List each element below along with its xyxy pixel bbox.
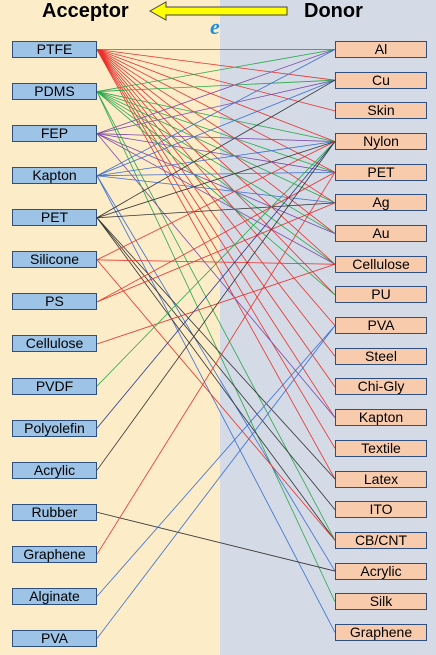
connection-line [96, 202, 336, 219]
acceptor-box: PET [12, 209, 97, 227]
donor-box: Latex [335, 470, 427, 488]
donor-box: ITO [335, 501, 427, 519]
connection-line [96, 133, 336, 234]
acceptor-box: Rubber [12, 503, 97, 521]
connection-line [96, 133, 336, 418]
connection-line [96, 141, 336, 471]
donor-box: Steel [335, 347, 427, 365]
connection-line [96, 171, 336, 303]
connection-line [96, 133, 336, 142]
acceptor-box: Graphene [12, 545, 97, 563]
donor-box: Al [335, 41, 427, 58]
connection-line [96, 49, 336, 81]
acceptor-box: PDMS [12, 83, 97, 101]
connection-line [96, 325, 336, 639]
connection-line [96, 49, 336, 204]
connection-line [96, 91, 336, 234]
donor-box: Ag [335, 194, 427, 212]
electron-arrow-icon [148, 1, 288, 21]
connection-line [96, 325, 336, 597]
connection-line [96, 91, 336, 602]
connection-line [96, 49, 336, 326]
connection-line [96, 79, 336, 177]
connection-line [96, 91, 336, 173]
acceptor-box: Acrylic [12, 461, 97, 479]
acceptor-box: PTFE [12, 41, 97, 58]
connection-line [96, 49, 336, 418]
connection-line [96, 49, 336, 296]
connection-line [96, 49, 336, 449]
donor-box: Silk [335, 593, 427, 611]
donor-box: Cellulose [335, 255, 427, 273]
connection-line [96, 141, 336, 387]
connection-line [96, 202, 336, 303]
connection-line [96, 91, 336, 541]
connection-line [96, 49, 336, 142]
acceptor-box: PVA [12, 629, 97, 647]
donor-box: Skin [335, 102, 427, 120]
connection-line [96, 49, 336, 135]
connection-line [96, 79, 336, 135]
donor-box: Au [335, 225, 427, 243]
connection-line [96, 175, 336, 572]
donor-box: PET [335, 163, 427, 181]
donor-box: Chi-Gly [335, 378, 427, 396]
donor-box: Acrylic [335, 562, 427, 580]
connection-line [96, 49, 336, 173]
connection-line [96, 49, 336, 177]
connection-line [96, 91, 336, 204]
acceptor-box: Kapton [12, 167, 97, 185]
connection-line [96, 79, 336, 219]
donor-title: Donor [304, 0, 363, 22]
acceptor-box: PVDF [12, 377, 97, 395]
connection-line [96, 171, 336, 177]
donor-box: Textile [335, 439, 427, 457]
connection-line [96, 141, 336, 261]
connection-line [96, 175, 336, 204]
connection-line [96, 49, 336, 92]
connection-line [96, 49, 336, 388]
donor-box: CB/CNT [335, 531, 427, 549]
connection-line [96, 259, 336, 265]
connection-line [96, 217, 336, 541]
connection-line [96, 49, 336, 357]
acceptor-box: Silicone [12, 251, 97, 269]
connection-line [96, 511, 336, 572]
connection-line [96, 49, 336, 265]
acceptor-box: PS [12, 293, 97, 311]
electron-label: e [210, 14, 220, 39]
connection-line [96, 141, 336, 177]
connection-line [96, 217, 336, 480]
connection-line [96, 91, 336, 296]
connection-line [96, 79, 336, 92]
donor-box: Kapton [335, 409, 427, 427]
donor-box: PVA [335, 317, 427, 335]
connection-line [96, 91, 336, 142]
acceptor-box: FEP [12, 125, 97, 143]
donor-box: Cu [335, 71, 427, 89]
connection-line [96, 172, 336, 555]
acceptor-box: Polyolefin [12, 419, 97, 437]
connection-line [96, 175, 336, 633]
connection-line [96, 259, 336, 541]
acceptor-title: Acceptor [42, 0, 129, 22]
connection-line [96, 141, 336, 219]
connection-line [96, 49, 336, 112]
connection-line [96, 263, 336, 345]
acceptor-box: Cellulose [12, 335, 97, 353]
connection-line [96, 133, 336, 173]
connection-line [96, 49, 336, 234]
connection-line [96, 133, 336, 265]
donor-box: PU [335, 286, 427, 304]
acceptor-box: Alginate [12, 587, 97, 605]
donor-box: Nylon [335, 133, 427, 151]
donor-box: Graphene [335, 623, 427, 641]
connection-line [96, 141, 336, 429]
